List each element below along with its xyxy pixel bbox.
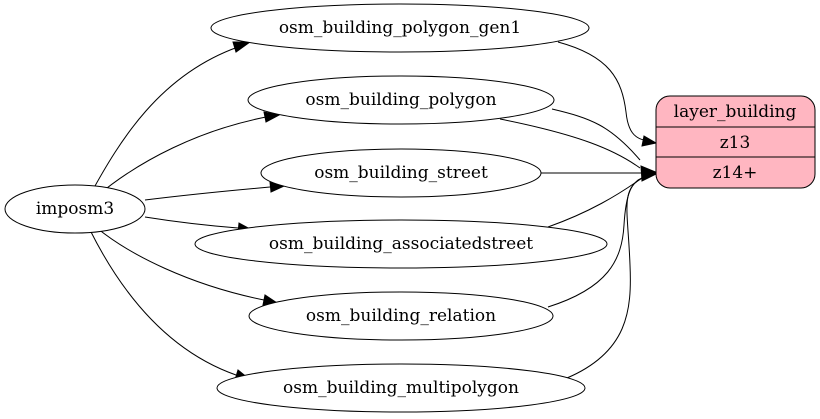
node-osm-building-polygon-gen1: osm_building_polygon_gen1 <box>210 3 590 53</box>
edge-imposm3-to-multipolygon <box>89 229 237 376</box>
layer-zoom-z13: z13 <box>720 133 751 153</box>
edge-polygon-to-layer-b <box>499 118 641 169</box>
node-osm-building-multipolygon: osm_building_multipolygon <box>216 363 586 413</box>
node-label: osm_building_street <box>314 163 488 183</box>
node-label: osm_building_polygon_gen1 <box>279 18 521 38</box>
arrowhead <box>263 111 281 123</box>
node-osm-building-relation: osm_building_relation <box>248 291 554 341</box>
edge-imposm3-to-polygon <box>96 116 267 197</box>
node-osm-building-associatedstreet: osm_building_associatedstreet <box>194 219 608 269</box>
edge-imposm3-to-polygon-gen1 <box>89 46 239 196</box>
node-label: osm_building_associatedstreet <box>269 234 533 254</box>
edge-imposm3-to-associatedstreet <box>144 216 239 229</box>
layer-title: layer_building <box>674 102 797 122</box>
edges-from-imposm3 <box>89 41 286 381</box>
node-layer-building: layer_building z13 z14+ <box>655 95 816 189</box>
layer-record-box <box>655 95 816 189</box>
edge-polygon-to-layer <box>551 108 641 161</box>
node-osm-building-polygon: osm_building_polygon <box>247 75 555 125</box>
edge-polygon-gen1-to-layer <box>557 41 645 141</box>
edge-imposm3-to-relation <box>96 227 265 301</box>
edge-associatedstreet-to-layer <box>547 177 643 228</box>
node-label: osm_building_multipolygon <box>283 378 519 398</box>
edge-multipolygon-to-layer <box>566 177 643 379</box>
arrowhead <box>232 41 252 53</box>
arrowhead-merged <box>640 165 660 182</box>
edges-to-layer <box>499 41 660 379</box>
node-imposm3: imposm3 <box>4 184 146 234</box>
node-osm-building-street: osm_building_street <box>260 148 542 198</box>
layer-zoom-z14-plus: z14+ <box>713 163 758 183</box>
node-label: osm_building_polygon <box>305 90 496 110</box>
node-label: imposm3 <box>36 199 114 219</box>
edge-imposm3-to-street <box>144 186 271 201</box>
node-label: osm_building_relation <box>306 306 496 326</box>
arrowhead <box>641 135 658 147</box>
